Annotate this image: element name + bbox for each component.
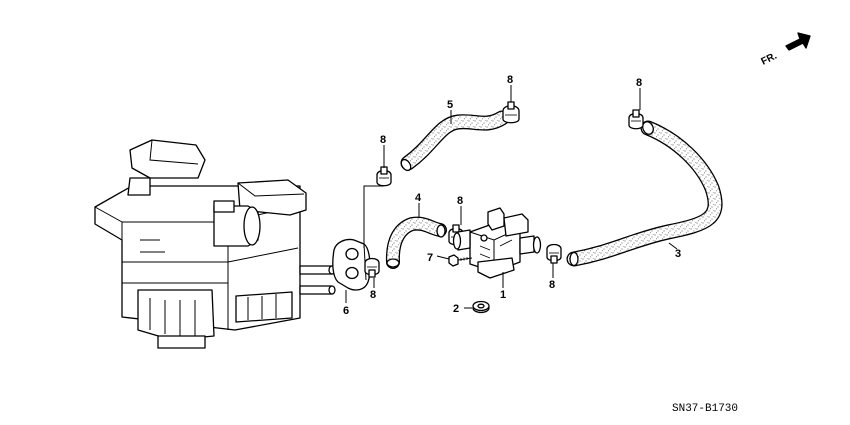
- hose-clamp: [364, 257, 380, 278]
- heater-unit: [94, 139, 336, 349]
- pipe-seal-6: [332, 238, 371, 291]
- hose-clamp: [628, 109, 644, 130]
- callout-clamp-8: 8: [380, 134, 386, 146]
- callout-part-7: 7: [427, 252, 433, 264]
- callout-part-5: 5: [447, 99, 453, 111]
- water-valve-1: [452, 207, 542, 279]
- front-direction-arrow: FR.: [759, 32, 811, 68]
- callout-clamp-8: 8: [636, 77, 642, 89]
- hose-clamp: [502, 101, 520, 124]
- callout-part-6: 6: [343, 305, 349, 317]
- water-hose-3: [566, 120, 723, 267]
- leader-lines: [345, 85, 678, 309]
- callout-part-3: 3: [675, 248, 681, 260]
- callout-part-1: 1: [500, 289, 506, 301]
- hose-clamp: [546, 243, 562, 264]
- front-direction-label: FR.: [759, 50, 779, 67]
- water-hose-4: [385, 216, 447, 269]
- callout-clamp-8: 8: [370, 289, 376, 301]
- nut-2: [472, 300, 490, 314]
- callout-clamp-8: 8: [507, 74, 513, 86]
- callout-clamp-8: 8: [457, 195, 463, 207]
- diagram-code: SN37-B1730: [672, 403, 738, 415]
- bolt-7: [448, 254, 473, 267]
- callout-part-2: 2: [453, 303, 459, 315]
- callout-part-4: 4: [415, 192, 422, 204]
- water-hose-5: [400, 110, 510, 172]
- hose-clamp: [376, 166, 392, 187]
- callout-clamp-8: 8: [549, 279, 555, 291]
